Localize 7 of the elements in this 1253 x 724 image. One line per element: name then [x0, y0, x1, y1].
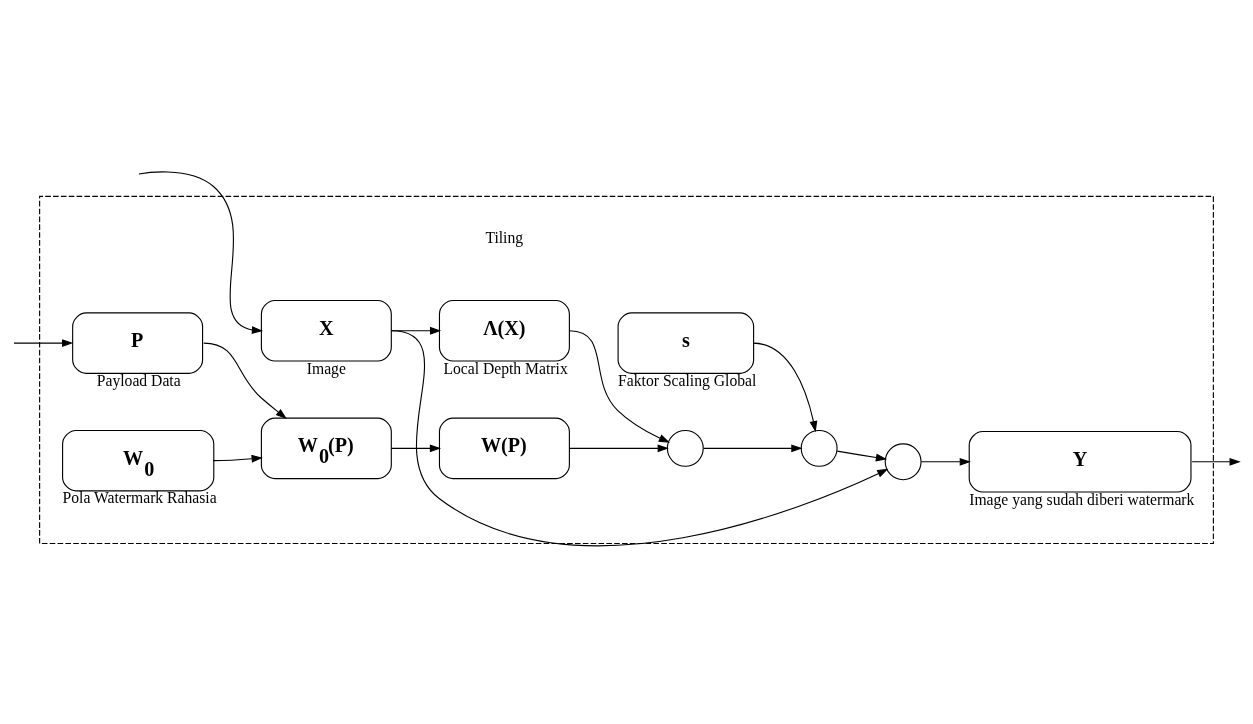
node-label: Local Depth Matrix	[443, 359, 568, 377]
node-label: Image yang sudah diberi watermark	[969, 490, 1195, 508]
node-label: Pola Watermark Rahasia	[62, 489, 217, 507]
node-label: Payload Data	[96, 371, 181, 389]
label: Tiling	[485, 229, 524, 247]
node-label: Faktor Scaling Global	[618, 371, 757, 389]
node-label: Image	[306, 359, 346, 377]
